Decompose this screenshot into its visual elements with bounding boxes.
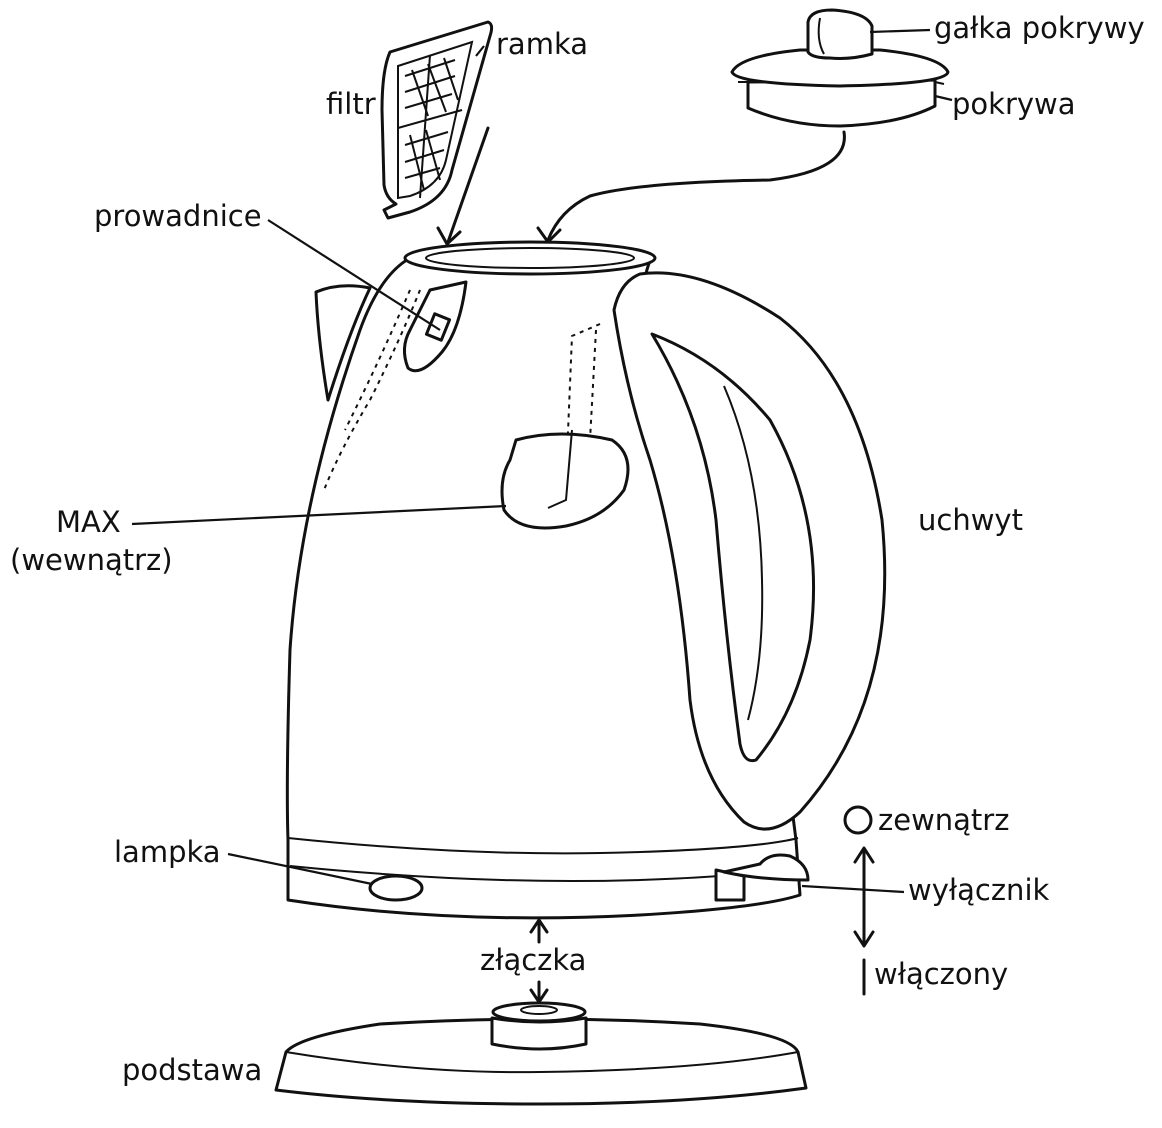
- label-wewnatrz: (wewnątrz): [10, 543, 173, 577]
- label-wylacznik: wyłącznik: [908, 873, 1050, 907]
- label-galka-pokrywy: gałka pokrywy: [934, 11, 1145, 45]
- label-podstawa: podstawa: [122, 1053, 263, 1087]
- label-lampka: lampka: [114, 835, 221, 869]
- label-max: MAX: [56, 505, 121, 539]
- label-zlaczka: złączka: [480, 943, 587, 977]
- switch-position-indicator: [843, 805, 875, 996]
- label-filtr: filtr: [326, 87, 376, 121]
- filter-arrow: [446, 126, 490, 244]
- connector-arrows: [529, 918, 549, 1004]
- label-prowadnice: prowadnice: [94, 199, 262, 233]
- lid-illustration: [730, 8, 950, 128]
- label-pokrywa: pokrywa: [952, 87, 1076, 121]
- leader-lines: [131, 28, 953, 894]
- label-ramka: ramka: [496, 27, 588, 61]
- label-wlaczony: włączony: [874, 957, 1009, 991]
- lid-arrow: [546, 130, 846, 242]
- filter-illustration: [380, 20, 494, 220]
- label-uchwyt: uchwyt: [918, 503, 1023, 537]
- base-illustration: [274, 1001, 808, 1106]
- label-zewnatrz: zewnątrz: [878, 803, 1010, 837]
- kettle-body: [285, 240, 887, 920]
